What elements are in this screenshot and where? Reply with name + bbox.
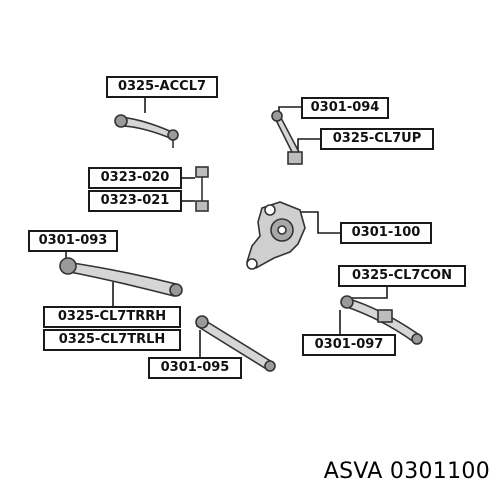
label-0325-cl7up: 0325-CL7UP <box>320 128 434 150</box>
label-0325-cl7con: 0325-CL7CON <box>338 265 466 287</box>
label-0301-093: 0301-093 <box>28 230 118 252</box>
part-upper-link-cl7up <box>271 110 303 165</box>
label-0323-021: 0323-021 <box>88 190 182 212</box>
label-0325-accl7: 0325-ACCL7 <box>106 76 218 98</box>
part-control-arm-accl7 <box>114 114 179 148</box>
part-lower-arm-cl7con <box>340 295 423 345</box>
part-link-0301-095 <box>195 315 276 372</box>
label-0301-100: 0301-100 <box>340 222 432 244</box>
part-stabilizer-link <box>195 166 209 212</box>
leader-lines <box>65 97 388 357</box>
label-0325-cl7trrh: 0325-CL7TRRH <box>43 306 181 328</box>
leader-cl7up <box>297 138 320 152</box>
leader-cl7con <box>352 286 388 299</box>
label-0301-095: 0301-095 <box>148 357 242 379</box>
label-0301-094: 0301-094 <box>301 97 389 119</box>
label-0325-cl7trlh: 0325-CL7TRLH <box>43 329 181 351</box>
part-knuckle-0301-100 <box>246 201 306 270</box>
label-0323-020: 0323-020 <box>88 167 182 189</box>
label-0301-097: 0301-097 <box>302 334 396 356</box>
leader-0301-100 <box>300 211 340 234</box>
brand-part-number-caption: ASVA 0301100 <box>323 459 490 484</box>
part-trailing-arm-cl7tr <box>59 257 183 297</box>
